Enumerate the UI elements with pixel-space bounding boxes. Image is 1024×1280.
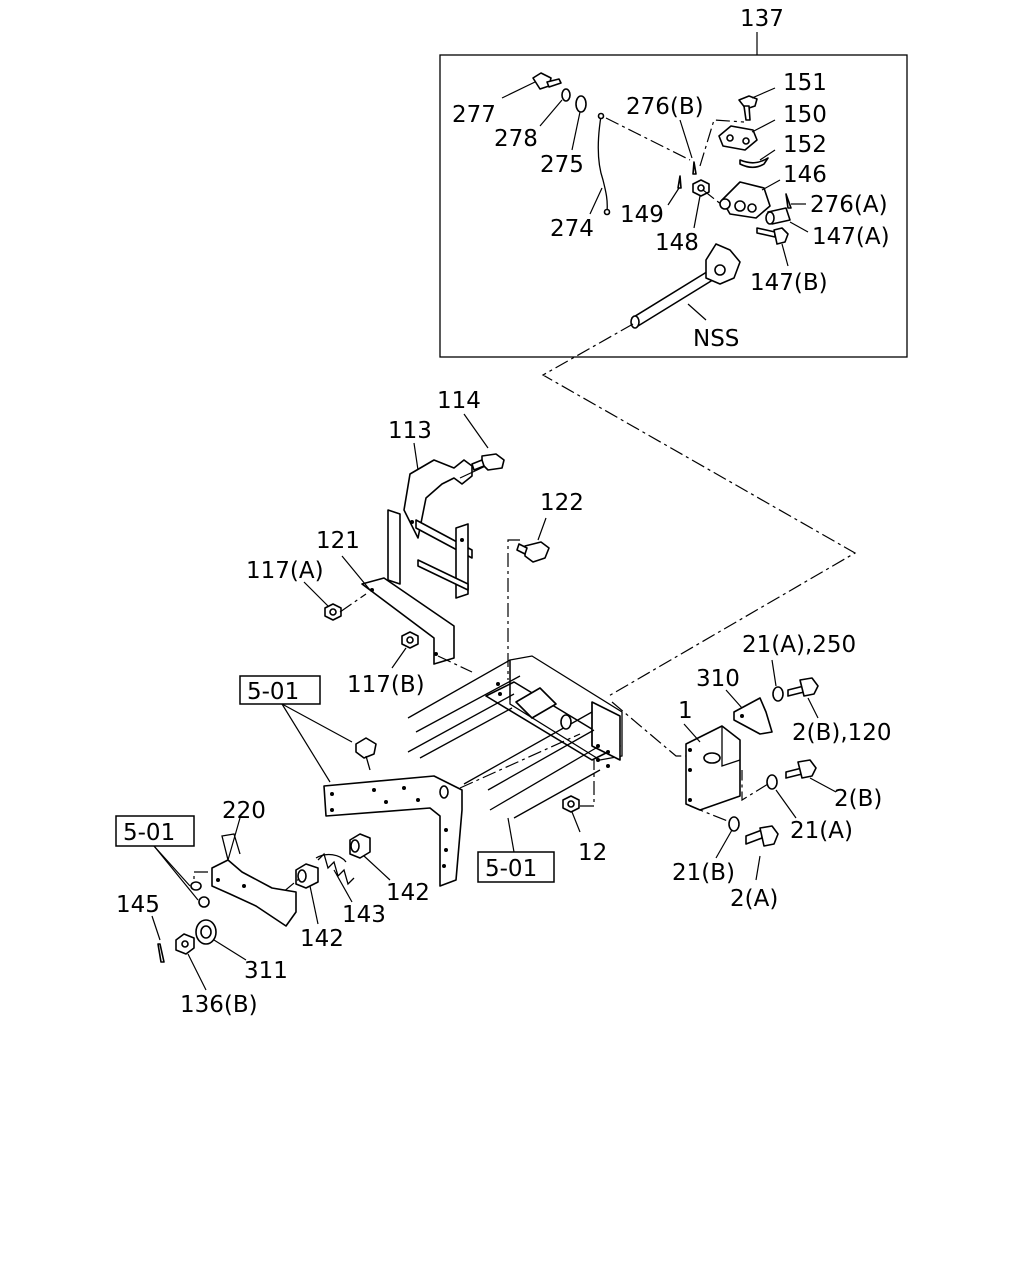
- bracket-220: [211, 833, 297, 927]
- washer-21a: [766, 774, 778, 790]
- label-220: 220: [222, 798, 266, 824]
- washer-small-upper: [190, 881, 202, 891]
- reference-5-01-middle: 5-01: [477, 851, 555, 883]
- frame-crossmember: [407, 655, 623, 819]
- label-147b: 147(B): [750, 270, 828, 296]
- label-nss: NSS: [693, 326, 739, 352]
- washer-21a-250: [772, 686, 784, 702]
- bolt-2b-120: [787, 677, 819, 697]
- pin-276a: [785, 193, 792, 209]
- clip-152: [739, 157, 769, 169]
- label-145: 145: [116, 892, 160, 918]
- label-275: 275: [540, 152, 584, 178]
- label-142-left: 142: [300, 926, 344, 952]
- label-146: 146: [783, 162, 827, 188]
- label-149: 149: [620, 202, 664, 228]
- bolt-151: [738, 95, 758, 121]
- label-276b: 276(B): [626, 94, 704, 120]
- label-117b: 117(B): [347, 672, 425, 698]
- plate-121: [361, 577, 455, 665]
- label-113: 113: [388, 418, 432, 444]
- label-311: 311: [244, 958, 288, 984]
- label-121: 121: [316, 528, 360, 554]
- bolt-2a: [745, 825, 779, 847]
- label-143: 143: [342, 902, 386, 928]
- label-136b: 136(B): [180, 992, 258, 1018]
- ref-label-5-01-lower: 5-01: [123, 820, 175, 846]
- bracket-113: [387, 459, 473, 599]
- label-274: 274: [550, 216, 594, 242]
- label-151: 151: [783, 70, 827, 96]
- label-152: 152: [783, 132, 827, 158]
- clamp-150: [718, 125, 758, 151]
- pin-149: [677, 175, 682, 189]
- label-2b: 2(B): [834, 786, 882, 812]
- bolt-277: [532, 72, 562, 90]
- washer-small-lower: [198, 896, 210, 908]
- label-117a: 117(A): [246, 558, 324, 584]
- label-21a: 21(A): [790, 818, 853, 844]
- bushing-311: [195, 919, 217, 945]
- washer-278: [561, 88, 571, 102]
- label-137: 137: [740, 6, 784, 32]
- label-114: 114: [437, 388, 481, 414]
- ref-label-5-01-upper: 5-01: [247, 679, 299, 705]
- label-278: 278: [494, 126, 538, 152]
- ref-label-5-01-middle: 5-01: [485, 856, 537, 882]
- label-2b-120: 2(B),120: [792, 720, 892, 746]
- bolt-114: [471, 453, 505, 471]
- bracket-5-01: [323, 737, 463, 887]
- bracket-146: [719, 181, 771, 219]
- label-310: 310: [696, 666, 740, 692]
- bolt-2b: [785, 759, 817, 779]
- label-1: 1: [678, 698, 693, 724]
- label-150: 150: [783, 102, 827, 128]
- label-148: 148: [655, 230, 699, 256]
- inset-assembly-137: 137 277 278 275 274 276(B) 149: [439, 6, 908, 358]
- bolt-147b: [756, 227, 789, 245]
- bolt-122: [516, 541, 550, 563]
- label-21a-250: 21(A),250: [742, 632, 856, 658]
- washer-21b: [728, 816, 740, 832]
- label-21b: 21(B): [672, 860, 735, 886]
- label-122: 122: [540, 490, 584, 516]
- spring-143: [315, 852, 355, 886]
- pin-276b: [692, 161, 697, 175]
- reference-5-01-upper: 5-01: [239, 675, 321, 705]
- bracket-1: [685, 725, 741, 811]
- washer-275: [575, 95, 587, 113]
- label-147a: 147(A): [812, 224, 890, 250]
- inset-frame: [439, 54, 908, 358]
- label-12: 12: [578, 840, 607, 866]
- cable-274: [597, 115, 608, 213]
- label-142-right: 142: [386, 880, 430, 906]
- bracket-310: [733, 697, 773, 735]
- bushing-142-right: [349, 833, 371, 859]
- label-276a: 276(A): [810, 192, 888, 218]
- reference-5-01-lower: 5-01: [115, 815, 195, 847]
- collar-147a: [765, 207, 791, 225]
- label-2a: 2(A): [730, 886, 778, 912]
- label-277: 277: [452, 102, 496, 128]
- connector-line-inset: [541, 323, 857, 698]
- cotter-pin-145: [157, 943, 165, 963]
- shaft-nss: [630, 243, 741, 329]
- bushing-142-left: [295, 863, 319, 889]
